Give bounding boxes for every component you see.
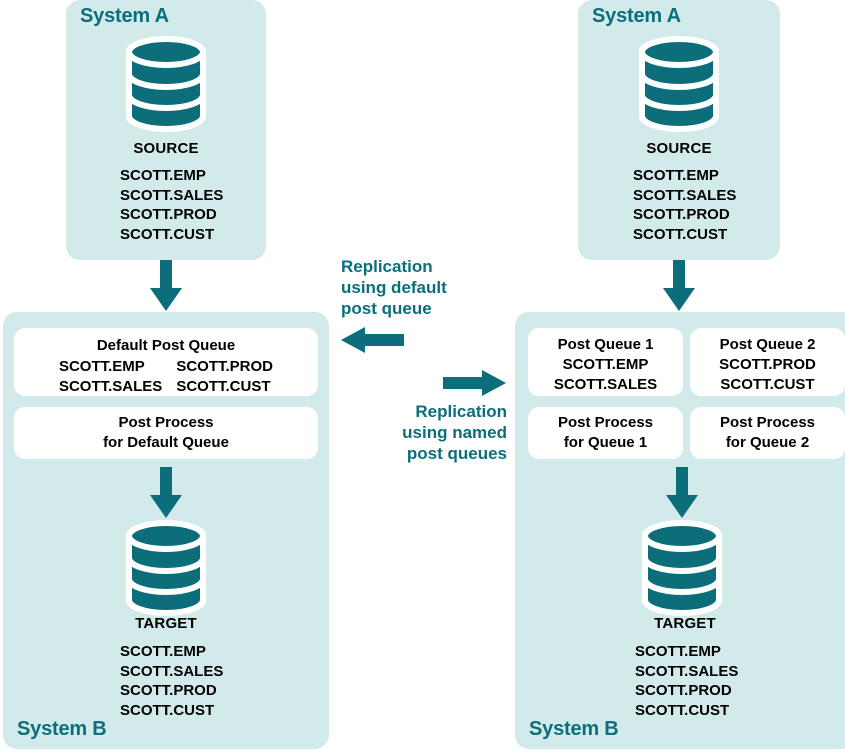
table-item: SCOTT.EMP (633, 167, 719, 184)
database-cylinder-icon (636, 33, 722, 135)
table-item: SCOTT.SALES (120, 662, 224, 680)
caption-line: Replication (341, 257, 433, 276)
table-item: SCOTT.CUST (633, 225, 728, 243)
database-cylinder-icon (123, 517, 209, 619)
system-label-a-left: System A (80, 5, 169, 27)
node-title-target-right: TARGET (654, 615, 716, 632)
panel-system-b-right: Post Queue 1 SCOTT.EMP SCOTT.SALES Post … (515, 312, 845, 749)
table-item: SCOTT.PROD (176, 358, 274, 375)
table-item: SCOTT.PROD (120, 206, 217, 223)
database-cylinder-icon (123, 33, 209, 135)
table-item: SCOTT.CUST (176, 377, 271, 395)
caption-line: using default (341, 278, 447, 297)
queue-box-title: Post Queue 2 (719, 336, 816, 353)
arrow-down-icon (665, 467, 699, 519)
caption-line: using named (402, 423, 507, 442)
table-item: SCOTT.EMP (120, 167, 206, 184)
table-item: SCOTT.PROD (635, 682, 732, 699)
caption-named-post-queues: Replication using named post queues (335, 401, 507, 464)
process-box-line-2: for Queue 1 (563, 433, 648, 451)
table-item: SCOTT.SALES (58, 377, 163, 395)
process-box-line-2: for Queue 2 (725, 433, 810, 451)
table-item: SCOTT.CUST (120, 225, 215, 243)
queue-box-title: Post Queue 1 (557, 336, 654, 353)
queue-box-title: Default Post Queue (96, 337, 236, 354)
post-process-box-queue-2: Post Process for Queue 2 (690, 407, 845, 459)
caption-line: Replication (415, 402, 507, 421)
table-item: SCOTT.EMP (58, 358, 145, 375)
caption-default-post-queue: Replication using default post queue (341, 256, 447, 319)
table-item: SCOTT.CUST (720, 375, 815, 393)
table-list-target-right: SCOTT.EMP SCOTT.SALES SCOTT.PROD SCOTT.C… (635, 642, 738, 720)
node-title-source-right: SOURCE (646, 140, 712, 157)
table-list-target-left: SCOTT.EMP SCOTT.SALES SCOTT.PROD SCOTT.C… (120, 642, 223, 720)
process-box-line-1: Post Process (719, 414, 816, 431)
table-item: SCOTT.EMP (562, 356, 649, 373)
queue-table-grid: SCOTT.EMP SCOTT.SALES SCOTT.PROD SCOTT.C… (14, 357, 318, 396)
panel-system-a-right: System A SOURCE SCOTT.EMP SCOTT.SALES SC… (578, 0, 780, 260)
table-item: SCOTT.SALES (635, 662, 739, 680)
arrow-right-icon (442, 368, 507, 398)
table-list-source-left: SCOTT.EMP SCOTT.SALES SCOTT.PROD SCOTT.C… (120, 166, 223, 244)
table-item: SCOTT.PROD (719, 356, 816, 373)
table-item: SCOTT.EMP (120, 643, 206, 660)
table-list-source-right: SCOTT.EMP SCOTT.SALES SCOTT.PROD SCOTT.C… (633, 166, 736, 244)
process-box-line-1: Post Process (557, 414, 654, 431)
table-item: SCOTT.SALES (553, 375, 658, 393)
system-label-b-right: System B (529, 718, 619, 740)
node-title-source-left: SOURCE (133, 140, 199, 157)
queue-table-column-2: SCOTT.PROD SCOTT.CUST (176, 357, 273, 396)
table-item: SCOTT.SALES (633, 186, 737, 204)
queue-table-column-1: SCOTT.EMP SCOTT.SALES (59, 357, 162, 396)
post-queue-1-box: Post Queue 1 SCOTT.EMP SCOTT.SALES (528, 328, 683, 396)
table-item: SCOTT.CUST (635, 701, 730, 719)
node-title-target-left: TARGET (135, 615, 197, 632)
caption-line: post queues (406, 444, 507, 463)
panel-system-a-left: System A SOURCE SCOTT.EMP SCOTT.SALES SC… (66, 0, 266, 260)
table-item: SCOTT.EMP (635, 643, 721, 660)
post-process-box-queue-1: Post Process for Queue 1 (528, 407, 683, 459)
table-item: SCOTT.PROD (633, 206, 730, 223)
process-box-line-1: Post Process (118, 414, 214, 431)
panel-system-b-left: Default Post Queue SCOTT.EMP SCOTT.SALES… (3, 312, 329, 749)
post-queue-2-box: Post Queue 2 SCOTT.PROD SCOTT.CUST (690, 328, 845, 396)
system-label-b-left: System B (17, 718, 107, 740)
default-post-queue-box: Default Post Queue SCOTT.EMP SCOTT.SALES… (14, 328, 318, 396)
table-item: SCOTT.CUST (120, 701, 215, 719)
caption-line: post queue (341, 299, 432, 318)
process-box-line-2: for Default Queue (103, 433, 229, 451)
database-cylinder-icon (639, 517, 725, 619)
post-process-box-default: Post Process for Default Queue (14, 407, 318, 459)
arrow-down-icon (149, 467, 183, 519)
table-item: SCOTT.SALES (120, 186, 224, 204)
table-item: SCOTT.PROD (120, 682, 217, 699)
arrow-down-icon (662, 260, 696, 312)
arrow-left-icon (341, 325, 405, 355)
arrow-down-icon (149, 260, 183, 312)
system-label-a-right: System A (592, 5, 681, 27)
